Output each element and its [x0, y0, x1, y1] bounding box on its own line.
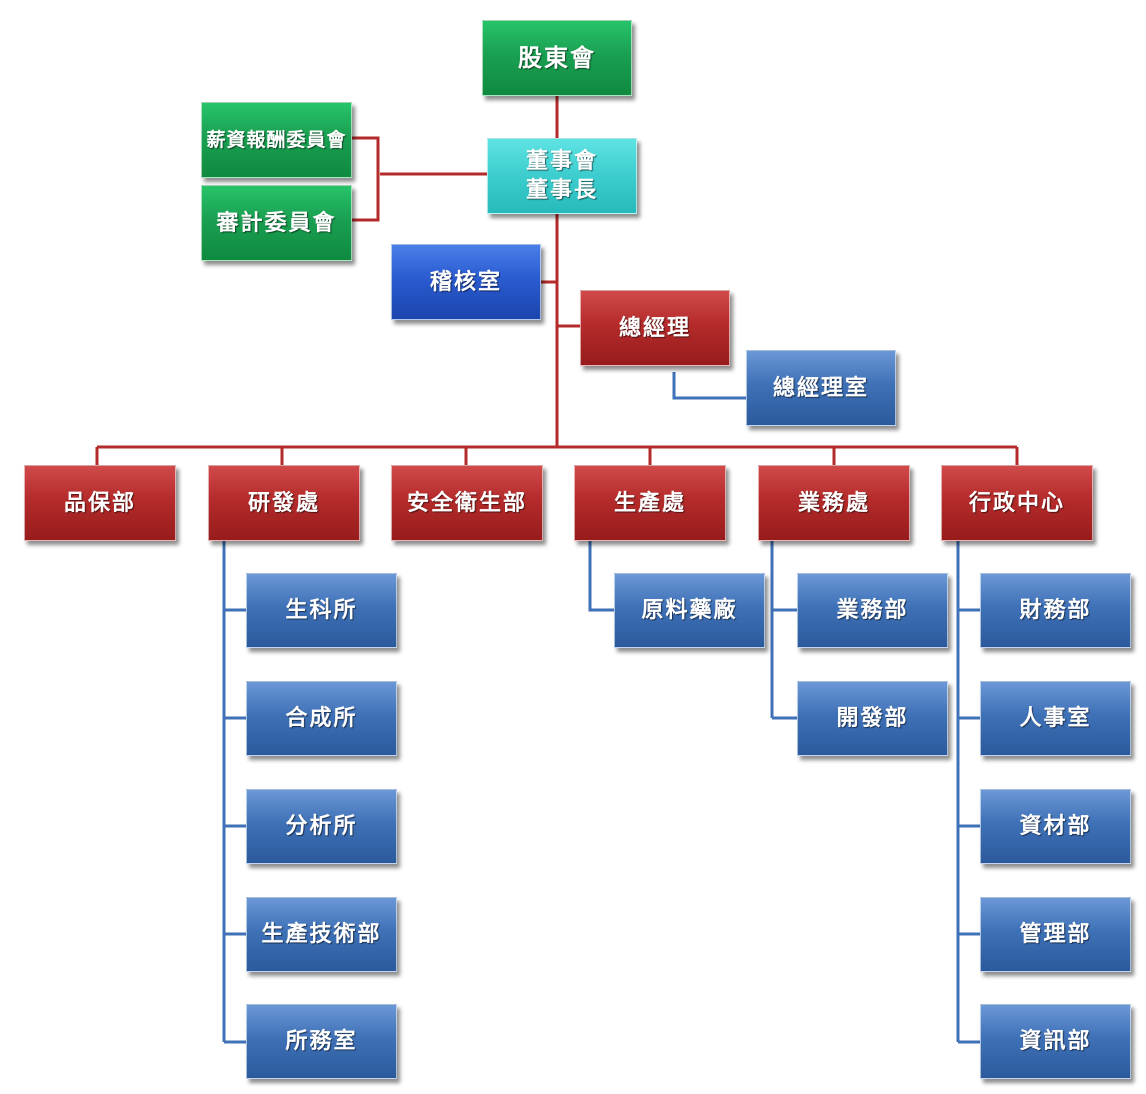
- dept-admin-label: 行政中心: [968, 489, 1065, 516]
- chairman-label: 董事長: [525, 177, 598, 203]
- dept-safety-box: 安全衛生部: [391, 465, 543, 541]
- compensation-committee-box: 薪資報酬委員會: [201, 102, 352, 178]
- business-unit-box: 業務部: [797, 573, 948, 648]
- dept-rd-label: 研發處: [247, 489, 320, 516]
- audit-office-label: 稽核室: [429, 268, 502, 295]
- line-production-unit: [588, 540, 614, 612]
- admin-unit-box: 人事室: [980, 681, 1131, 756]
- rd-unit-box: 所務室: [246, 1004, 397, 1079]
- production-unit-box: 原料藥廠: [614, 573, 765, 648]
- rd-unit-label: 生產技術部: [261, 921, 382, 948]
- admin-unit-box: 管理部: [980, 897, 1131, 972]
- board-label: 董事會: [525, 148, 598, 175]
- production-unit-label: 原料藥廠: [641, 597, 738, 624]
- admin-unit-label: 財務部: [1019, 597, 1092, 624]
- gm-office-label: 總經理室: [772, 374, 869, 401]
- admin-unit-label: 資訊部: [1019, 1028, 1092, 1055]
- rd-unit-label: 生科所: [285, 597, 358, 624]
- rd-unit-box: 生科所: [246, 573, 397, 648]
- admin-unit-label: 資材部: [1019, 813, 1092, 840]
- rd-unit-box: 生產技術部: [246, 897, 397, 972]
- dept-business-box: 業務處: [758, 465, 910, 541]
- dept-safety-label: 安全衛生部: [406, 489, 527, 516]
- compensation-committee-label: 薪資報酬委員會: [206, 128, 347, 151]
- audit-committee-label: 審計委員會: [216, 209, 337, 236]
- dept-admin-box: 行政中心: [941, 465, 1093, 541]
- line-gm-office: [672, 372, 746, 400]
- business-unit-box: 開發部: [797, 681, 948, 756]
- board-box: 董事會 董事長: [487, 138, 637, 214]
- shareholders-box: 股東會: [482, 20, 632, 96]
- rd-unit-label: 分析所: [285, 813, 358, 840]
- dept-production-label: 生產處: [613, 489, 686, 516]
- dept-qa-box: 品保部: [24, 465, 176, 541]
- admin-unit-label: 管理部: [1019, 921, 1092, 948]
- rd-unit-box: 分析所: [246, 789, 397, 864]
- dept-production-box: 生產處: [574, 465, 726, 541]
- admin-unit-box: 財務部: [980, 573, 1131, 648]
- business-unit-label: 業務部: [836, 597, 909, 624]
- gm-box: 總經理: [580, 290, 730, 366]
- rd-unit-label: 合成所: [285, 705, 358, 732]
- gm-label: 總經理: [618, 314, 691, 341]
- admin-unit-box: 資材部: [980, 789, 1131, 864]
- shareholders-label: 股東會: [518, 43, 596, 73]
- dept-rd-box: 研發處: [208, 465, 360, 541]
- dept-business-label: 業務處: [797, 489, 870, 516]
- rd-unit-label: 所務室: [285, 1028, 358, 1055]
- audit-committee-box: 審計委員會: [201, 185, 352, 261]
- gm-office-box: 總經理室: [746, 350, 896, 426]
- business-unit-label: 開發部: [836, 705, 909, 732]
- line-committee-bracket: [352, 136, 380, 222]
- admin-unit-box: 資訊部: [980, 1004, 1131, 1079]
- dept-qa-label: 品保部: [63, 489, 136, 516]
- admin-unit-label: 人事室: [1019, 705, 1092, 732]
- audit-office-box: 稽核室: [391, 244, 541, 320]
- rd-unit-box: 合成所: [246, 681, 397, 756]
